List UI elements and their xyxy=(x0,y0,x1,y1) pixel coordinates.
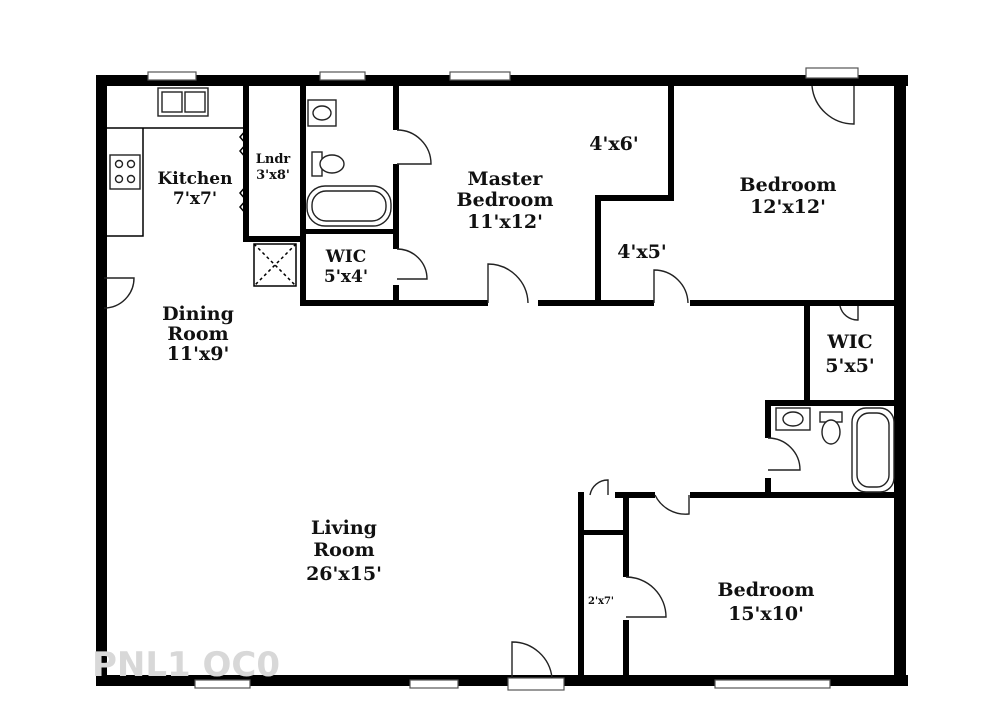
master-bedroom-label-1: Master xyxy=(468,168,544,190)
watermark-text: PNL1 OC0 xyxy=(92,645,280,685)
bedroom-ne-size: 12'x12' xyxy=(750,196,826,218)
living-room-label-2: Room xyxy=(313,539,374,561)
bedroom-ne-label: Bedroom xyxy=(740,174,837,196)
laundry-label: Lndr xyxy=(256,152,291,167)
wic-master-label: WIC xyxy=(325,247,367,267)
living-room-label-1: Living xyxy=(311,517,377,539)
windows xyxy=(147,71,831,689)
wic-master-size: 5'x4' xyxy=(324,267,368,287)
kitchen-size: 7'x7' xyxy=(173,189,217,209)
dining-room-label-2: Room xyxy=(167,323,228,345)
living-room-size: 26'x15' xyxy=(306,563,382,585)
closet-4x5-size: 4'x5' xyxy=(617,241,666,263)
dining-room-label-1: Dining xyxy=(162,303,234,325)
dining-room-size: 11'x9' xyxy=(167,343,230,365)
doors xyxy=(99,67,859,691)
kitchen-label: Kitchen xyxy=(158,169,233,189)
wic-east-size: 5'x5' xyxy=(825,355,874,377)
bedroom-se-label: Bedroom xyxy=(718,579,815,601)
wic-east-label: WIC xyxy=(826,331,872,353)
master-bedroom-label-2: Bedroom xyxy=(457,189,554,211)
room-labels: Kitchen 7'x7' Lndr 3'x8' WIC 5'x4' Maste… xyxy=(158,133,875,625)
master-bedroom-size: 11'x12' xyxy=(467,211,543,233)
bedroom-se-size: 15'x10' xyxy=(728,603,804,625)
closet-4x6-size: 4'x6' xyxy=(589,133,638,155)
closet-2x7-size: 2'x7' xyxy=(588,596,614,607)
fixtures xyxy=(107,87,895,493)
laundry-size: 3'x8' xyxy=(256,168,290,183)
interior-walls xyxy=(96,86,906,682)
